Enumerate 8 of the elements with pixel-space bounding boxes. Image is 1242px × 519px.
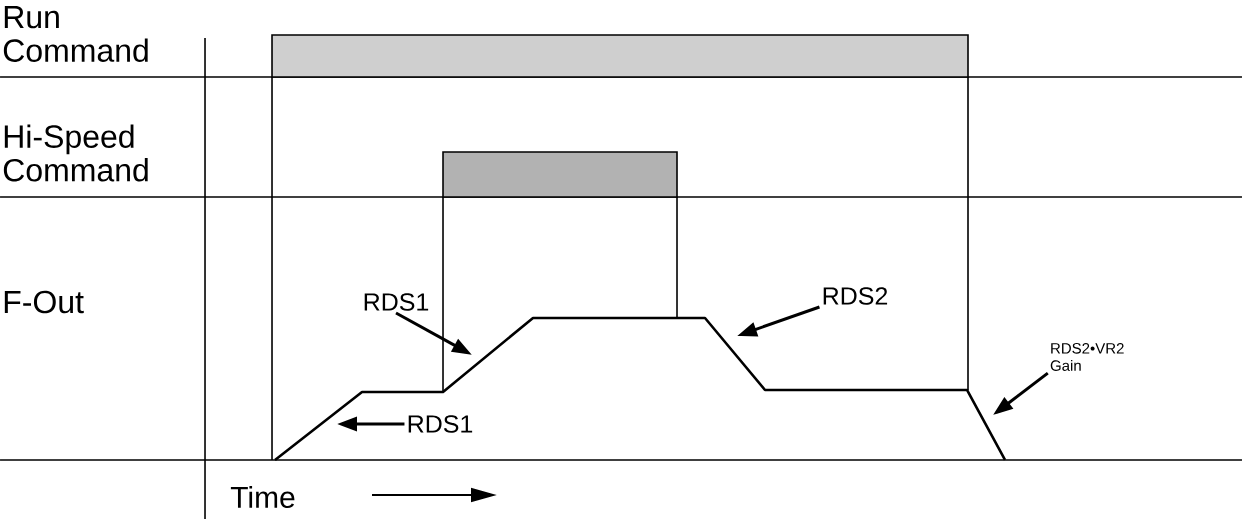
row-label: Time [230, 485, 295, 508]
annotation-label: RDS1 [364, 293, 429, 311]
row-label: F-Out [4, 290, 84, 314]
annotation-label: RDS2 [823, 287, 888, 305]
row-label: Run Command [3, 6, 148, 62]
annotation-label: RDS1 [408, 415, 473, 433]
row-label: Hi-Speed Command [3, 124, 148, 182]
annotation-label: RDS2•VR2 Gain [1050, 343, 1124, 371]
